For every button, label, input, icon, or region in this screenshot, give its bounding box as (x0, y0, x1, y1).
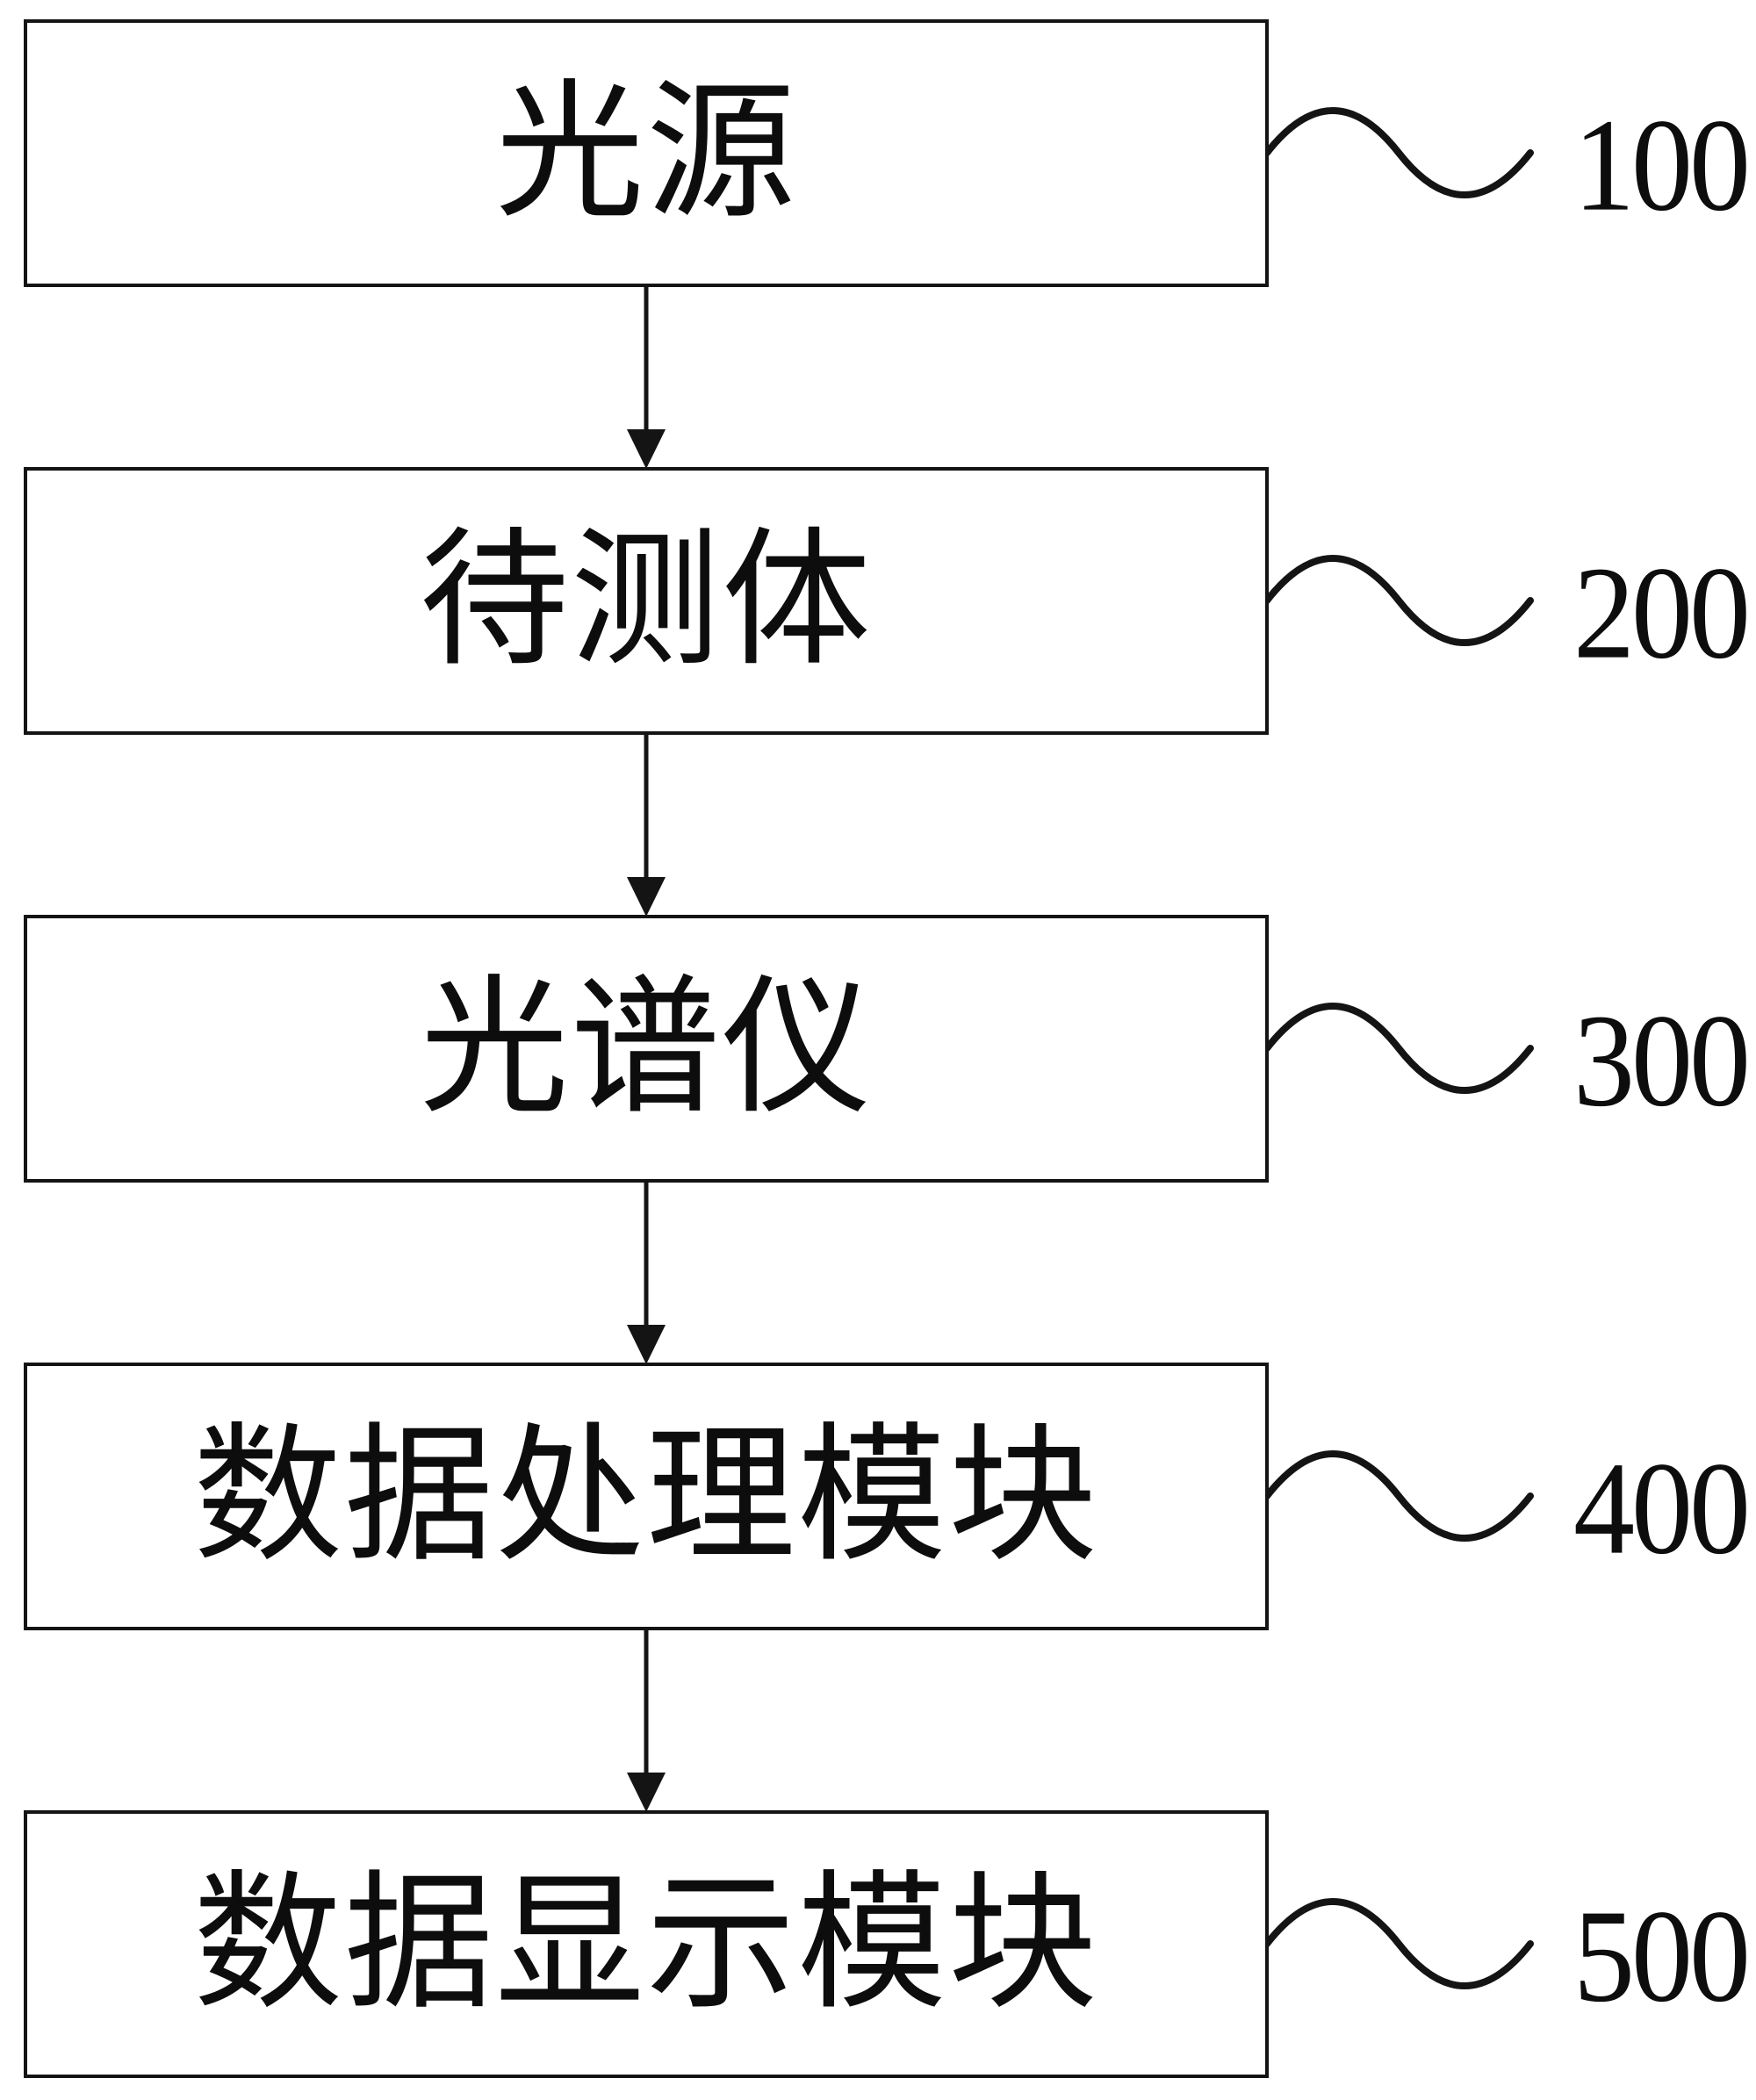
block-data-processing-module: 数据处理模块 (24, 1363, 1269, 1630)
block-label-light-source: 光源 (494, 70, 797, 236)
reference-connector-squiggle (1265, 107, 1534, 198)
block-object-under-test: 待测体 (24, 467, 1269, 735)
reference-number-400: 400 (1573, 1435, 1751, 1583)
block-light-source: 光源 (24, 19, 1269, 287)
reference-connector-squiggle (1265, 555, 1534, 646)
block-spectrometer: 光谱仪 (24, 915, 1269, 1183)
block-data-display-module: 数据显示模块 (24, 1810, 1269, 2078)
block-label-object-under-test: 待测体 (419, 518, 873, 684)
reference-number-200: 200 (1573, 539, 1751, 687)
block-label-data-processing-module: 数据处理模块 (192, 1413, 1099, 1579)
block-label-data-display-module: 数据显示模块 (192, 1861, 1099, 2027)
flow-arrow-down-icon (627, 1181, 666, 1364)
flow-arrow-down-icon (627, 733, 666, 917)
flow-arrow-down-icon (627, 285, 666, 469)
reference-number-300: 300 (1573, 987, 1751, 1135)
reference-number-500: 500 (1573, 1882, 1751, 2031)
reference-connector-squiggle (1265, 1450, 1534, 1542)
reference-connector-squiggle (1265, 1898, 1534, 1989)
flow-arrow-down-icon (627, 1629, 666, 1812)
reference-number-100: 100 (1573, 91, 1751, 240)
reference-connector-squiggle (1265, 1003, 1534, 1094)
block-label-spectrometer: 光谱仪 (419, 966, 873, 1132)
